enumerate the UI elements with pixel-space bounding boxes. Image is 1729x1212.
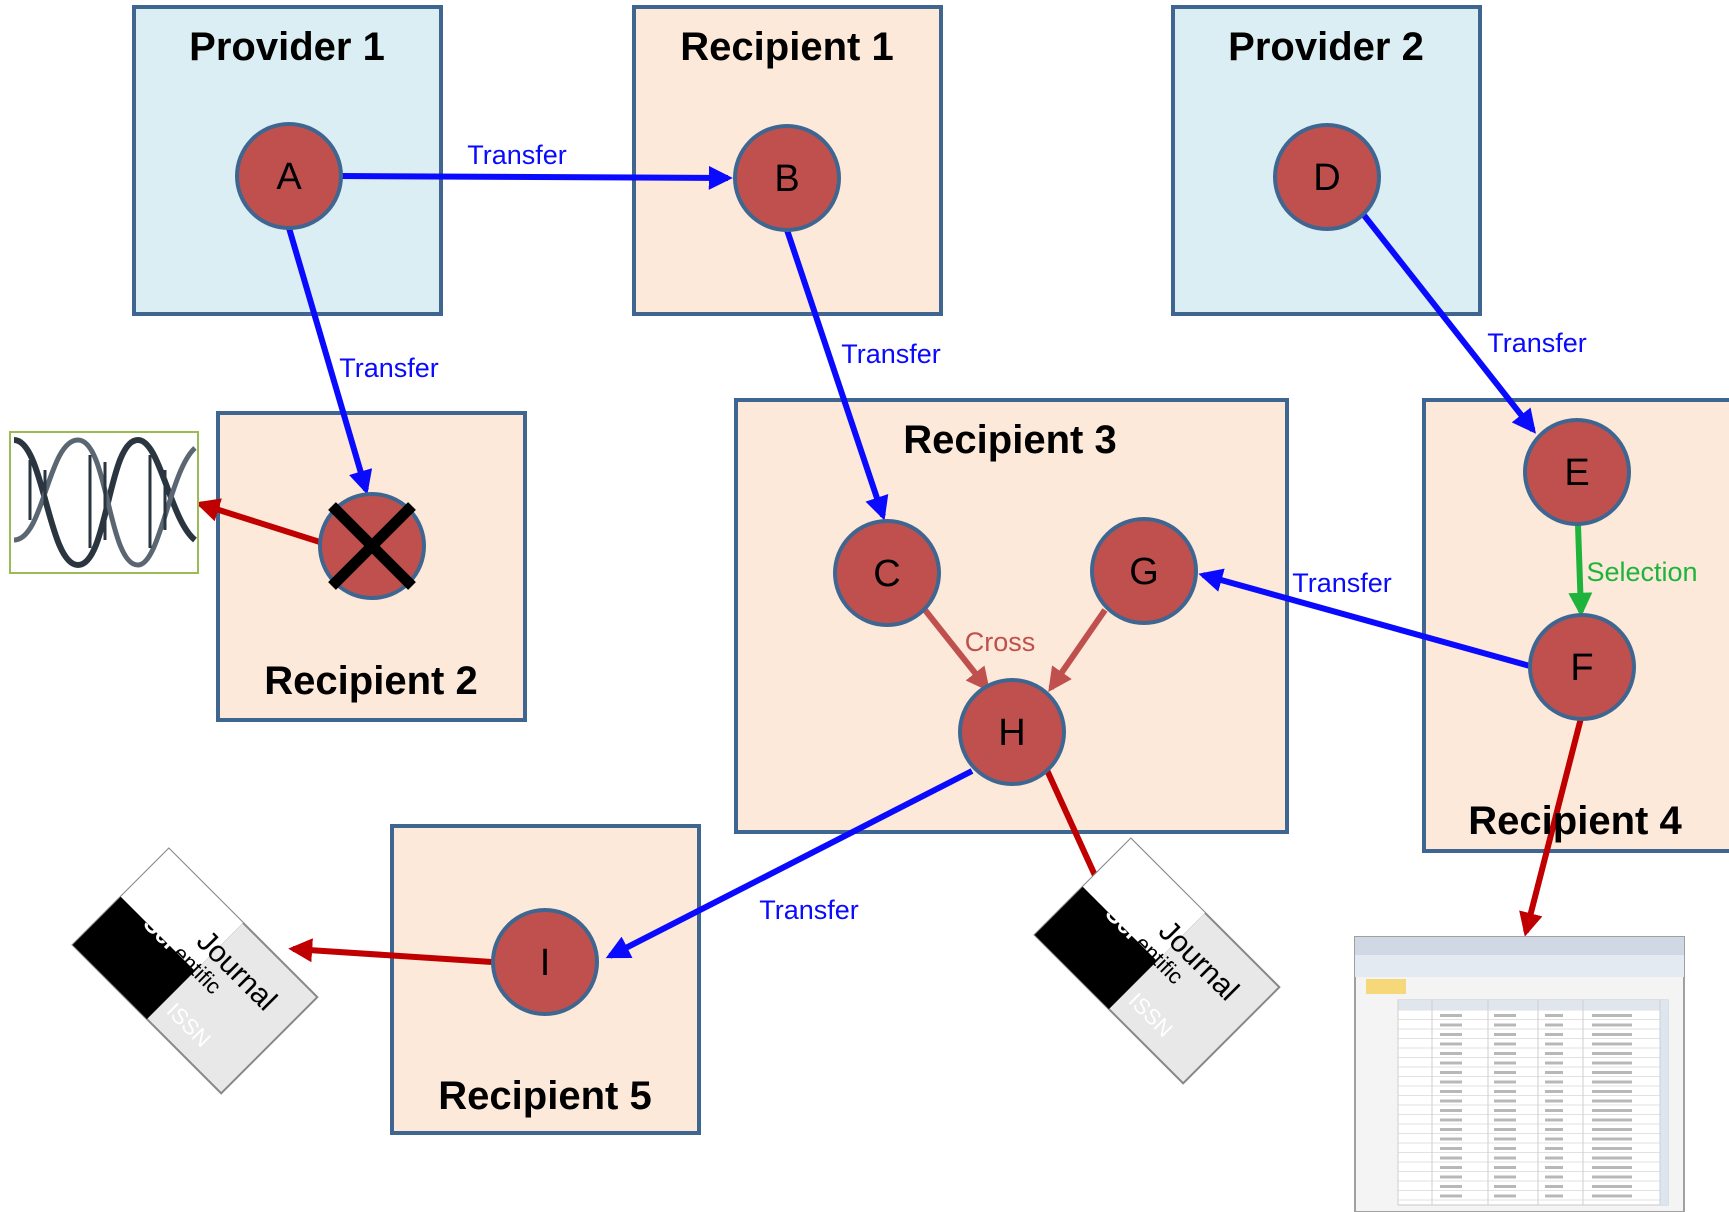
arrow-g-to-h xyxy=(1048,608,1108,692)
node-b: B xyxy=(733,124,841,232)
arrow-d-to-e xyxy=(1360,212,1536,434)
spreadsheet-icon xyxy=(1354,936,1685,1212)
label-d-e: Transfer xyxy=(1487,328,1587,358)
node-f-label: F xyxy=(1570,647,1593,689)
arrow-e-to-f xyxy=(1568,524,1593,617)
node-crossed xyxy=(318,492,426,600)
arrow-a-to-b xyxy=(339,165,733,190)
arrow-i-to-journal xyxy=(288,938,493,965)
label-h-i: Transfer xyxy=(759,895,859,925)
label-a-b: Transfer xyxy=(467,140,567,170)
arrow-x-to-dna xyxy=(195,498,324,546)
label-f-g: Transfer xyxy=(1292,568,1392,598)
node-h-label: H xyxy=(998,712,1025,754)
spreadsheet-grid xyxy=(1397,1000,1661,1205)
node-e: E xyxy=(1523,418,1631,526)
recipient-3-title: Recipient 3 xyxy=(903,418,1116,462)
arrow-f-to-spreadsheet xyxy=(1519,717,1584,937)
arrow-b-to-c xyxy=(784,229,889,521)
recipient-1-title: Recipient 1 xyxy=(680,25,893,69)
node-h: H xyxy=(958,678,1066,786)
provider-2-title: Provider 2 xyxy=(1228,25,1424,69)
cross-out-icon xyxy=(328,502,416,590)
arrow-a-to-x xyxy=(286,227,373,495)
node-d-label: D xyxy=(1313,157,1340,199)
label-b-c: Transfer xyxy=(841,339,941,369)
node-b-label: B xyxy=(774,158,799,200)
node-g-label: G xyxy=(1129,551,1159,593)
node-a-label: A xyxy=(276,156,302,198)
label-cross: Cross xyxy=(965,627,1036,657)
node-c-label: C xyxy=(873,553,900,595)
node-e-label: E xyxy=(1564,452,1589,494)
node-f: F xyxy=(1528,613,1636,721)
arrow-f-to-g xyxy=(1198,568,1531,669)
node-c: C xyxy=(833,519,941,627)
journal-icon: Sci entific ISSN Journal xyxy=(71,847,319,1095)
recipient-5-title: Recipient 5 xyxy=(438,1074,651,1118)
journal-icon: Sci entific ISSN Journal xyxy=(1033,837,1281,1085)
arrow-h-to-i xyxy=(605,768,974,959)
arrow-c-to-h xyxy=(922,608,990,692)
recipient-2-title: Recipient 2 xyxy=(264,659,477,703)
recipient-4-title: Recipient 4 xyxy=(1468,799,1682,843)
provider-1-title: Provider 1 xyxy=(189,25,385,69)
node-a: A xyxy=(235,122,343,230)
node-i-label: I xyxy=(540,942,551,984)
label-a-x: Transfer xyxy=(339,353,439,383)
label-e-f: Selection xyxy=(1586,557,1697,587)
node-g: G xyxy=(1090,517,1198,625)
node-d: D xyxy=(1273,123,1381,231)
node-i: I xyxy=(491,908,599,1016)
dna-icon xyxy=(9,431,199,574)
